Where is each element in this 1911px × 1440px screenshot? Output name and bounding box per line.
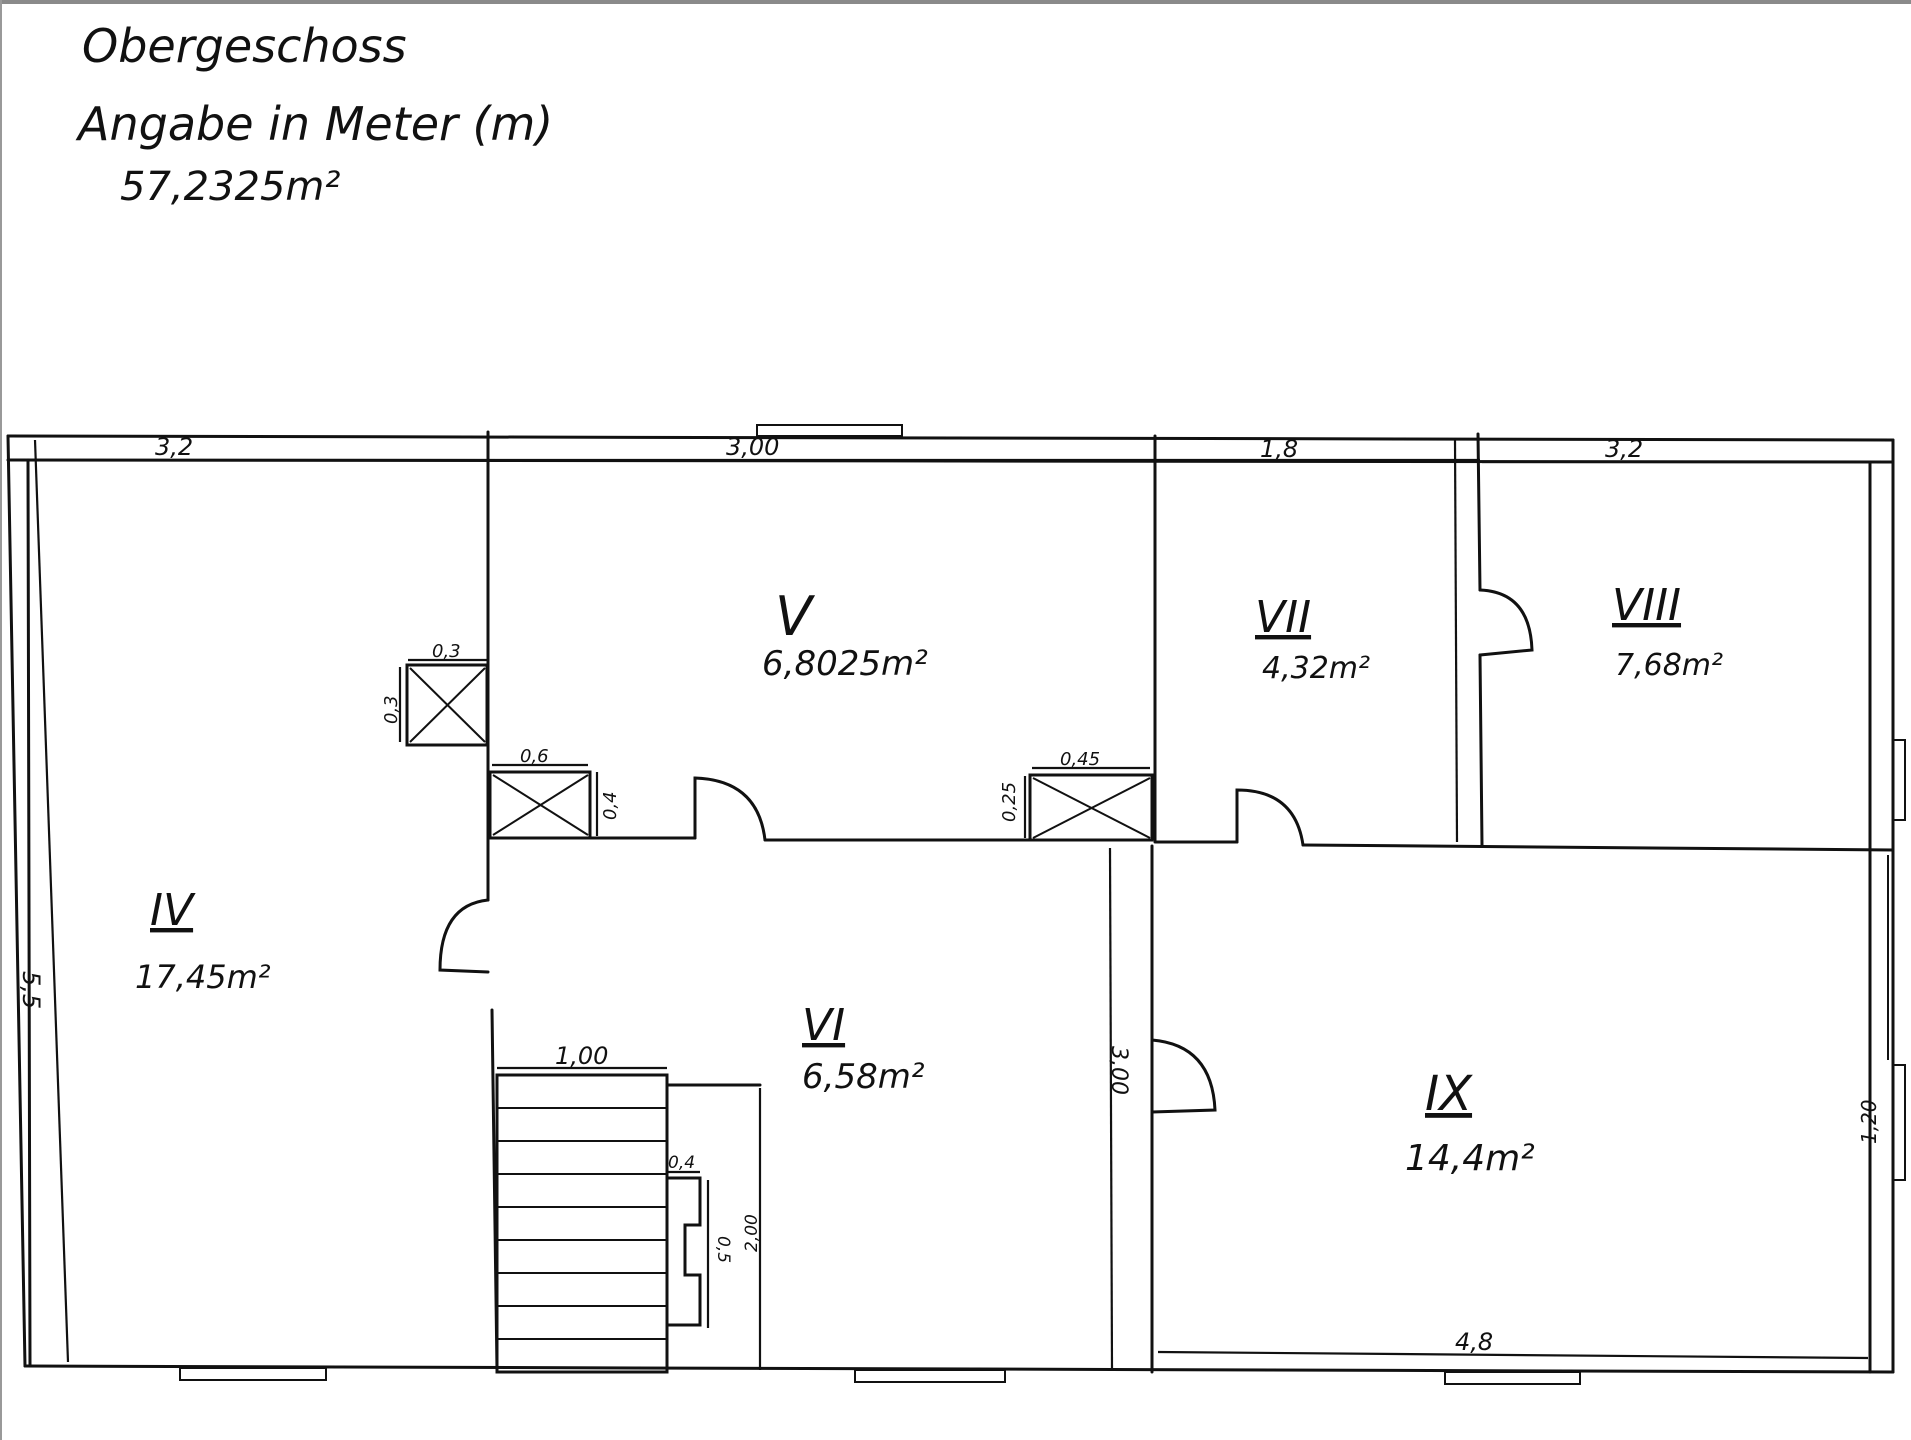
room-vi: VI 6,58m² <box>802 1000 925 1097</box>
room-vii-label: VII <box>1255 592 1311 643</box>
dim-top-viii: 3,2 <box>1605 435 1643 463</box>
dim-top-iv: 3,2 <box>155 433 193 461</box>
room-vi-label: VI <box>802 1000 845 1051</box>
room-iv: IV 17,45m² <box>135 885 271 996</box>
room-viii-label: VIII <box>1612 580 1681 631</box>
stair-width-label: 1,00 <box>555 1042 608 1070</box>
dimension-lines <box>12 439 1872 1371</box>
room-vi-area: 6,58m² <box>802 1057 925 1097</box>
shaft1-height-label: 0,3 <box>381 695 402 724</box>
dim-vi-height: 3,00 <box>1106 1046 1131 1095</box>
room-ix-label: IX <box>1425 1066 1473 1122</box>
shaft1-width-label: 0,3 <box>432 641 461 662</box>
room-ix: IX 14,4m² <box>1405 1066 1535 1179</box>
room-vii: VII 4,32m² <box>1255 592 1370 686</box>
room-v: V 6,8025m² <box>762 585 928 684</box>
room-viii: VIII 7,68m² <box>1612 580 1723 683</box>
room-iv-area: 17,45m² <box>135 958 271 996</box>
interior-walls <box>486 430 1895 1374</box>
room-v-label: V <box>775 585 816 648</box>
dim-right-side: 1,20 <box>1857 1099 1881 1144</box>
dim-ix-width: 4,8 <box>1455 1328 1493 1356</box>
shaft3-height-label: 0,25 <box>999 782 1020 822</box>
unit-note: Angabe in Meter (m) <box>75 97 553 151</box>
room-vii-area: 4,32m² <box>1262 651 1370 686</box>
shaft2-width-label: 0,6 <box>520 746 549 767</box>
room-v-area: 6,8025m² <box>762 644 928 684</box>
room-ix-area: 14,4m² <box>1405 1138 1535 1179</box>
stair-height-label: 2,00 <box>742 1214 762 1252</box>
room-viii-area: 7,68m² <box>1615 648 1723 683</box>
shaft3-width-label: 0,45 <box>1060 749 1100 770</box>
shaft-3 <box>1023 766 1154 842</box>
outer-walls <box>6 424 1906 1385</box>
shaft-2 <box>488 763 599 840</box>
dim-top-vii: 1,8 <box>1260 435 1298 463</box>
doors <box>438 588 1534 1114</box>
stair-small-height-label: 0,5 <box>713 1236 733 1263</box>
dim-top-v: 3,00 <box>726 433 779 461</box>
dim-left-height: 5,5 <box>17 971 45 1009</box>
staircase <box>495 1066 762 1374</box>
stair-small-width-label: 0,4 <box>668 1153 695 1173</box>
room-iv-label: IV <box>150 885 196 936</box>
shaft-1 <box>398 658 489 747</box>
shaft2-height-label: 0,4 <box>600 791 621 820</box>
plan-title: Obergeschoss <box>82 19 407 73</box>
total-area: 57,2325m² <box>120 164 340 210</box>
